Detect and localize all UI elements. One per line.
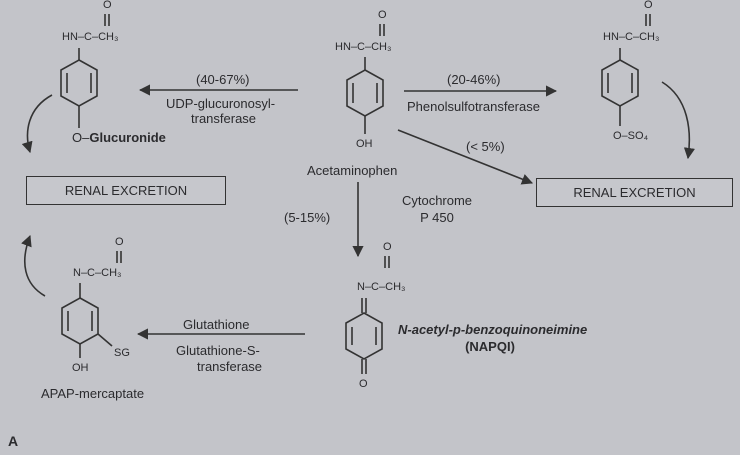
napqi-name-line1: N-acetyl-p-benzoquinoneimine bbox=[398, 322, 588, 337]
sulfate-structure bbox=[601, 14, 651, 126]
conjugation-substrate: Glutathione bbox=[183, 317, 250, 332]
napqi-carbonyl-o: O bbox=[383, 241, 392, 253]
conjugation-enzyme-line1: Glutathione-S- bbox=[176, 343, 260, 358]
glucuronide-structure bbox=[60, 14, 110, 128]
oxidation-percent: (5-15%) bbox=[284, 210, 331, 225]
acetaminophen-structure bbox=[346, 24, 385, 134]
sulfate-substituent: O–SO₄ bbox=[613, 130, 649, 142]
mercaptate-name: APAP-mercaptate bbox=[41, 386, 145, 401]
acetaminophen-top-group: HN–C–CH₃ bbox=[335, 41, 392, 53]
mercaptate-top-group: N–C–CH₃ bbox=[73, 267, 122, 279]
napqi-ring-oxygen: O bbox=[359, 378, 368, 390]
renal-excretion-box-left: RENAL EXCRETION bbox=[26, 176, 226, 205]
mercaptate-sg: SG bbox=[114, 347, 130, 359]
glucuronide-carbonyl-o: O bbox=[103, 0, 112, 11]
mercaptate-carbonyl-o: O bbox=[115, 236, 124, 248]
oxidation-enzyme-line1: Cytochrome bbox=[401, 193, 473, 208]
glucuronidation-percent: (40-67%) bbox=[196, 72, 250, 87]
sulfation-percent: (20-46%) bbox=[447, 72, 501, 87]
glucuronide-excretion-arrow bbox=[21, 94, 53, 154]
napqi-top-group: N–C–CH₃ bbox=[357, 281, 406, 293]
sulfate-carbonyl-o: O bbox=[644, 0, 653, 11]
napqi-name-line2: (NAPQI) bbox=[465, 339, 515, 354]
glucuronidation-enzyme-line2: transferase bbox=[191, 111, 257, 126]
sulfation-enzyme: Phenolsulfotransferase bbox=[407, 99, 540, 114]
sulfate-excretion-arrow bbox=[661, 81, 695, 160]
oxidation-enzyme-line2: P 450 bbox=[420, 210, 454, 225]
mercaptate-oh: OH bbox=[72, 362, 89, 374]
direct-percent: (< 5%) bbox=[466, 139, 505, 154]
renal-excretion-box-right: RENAL EXCRETION bbox=[536, 178, 733, 207]
conjugation-enzyme-line2: transferase bbox=[197, 359, 263, 374]
acetaminophen-carbonyl-o: O bbox=[378, 9, 387, 21]
mercaptate-excretion-arrow bbox=[21, 234, 46, 297]
panel-label: A bbox=[8, 433, 19, 449]
glucuronide-top-group: HN–C–CH₃ bbox=[62, 31, 119, 43]
direct-excretion-arrow bbox=[397, 129, 534, 185]
mercaptate-structure bbox=[61, 251, 122, 358]
acetaminophen-name: Acetaminophen bbox=[307, 163, 398, 178]
sulfate-top-group: HN–C–CH₃ bbox=[603, 31, 660, 43]
glucuronidation-enzyme-line1: UDP-glucuronosyl- bbox=[166, 96, 276, 111]
glucuronide-substituent: O–Glucuronide bbox=[72, 130, 166, 145]
acetaminophen-oh: OH bbox=[356, 138, 373, 150]
napqi-structure bbox=[345, 256, 390, 374]
